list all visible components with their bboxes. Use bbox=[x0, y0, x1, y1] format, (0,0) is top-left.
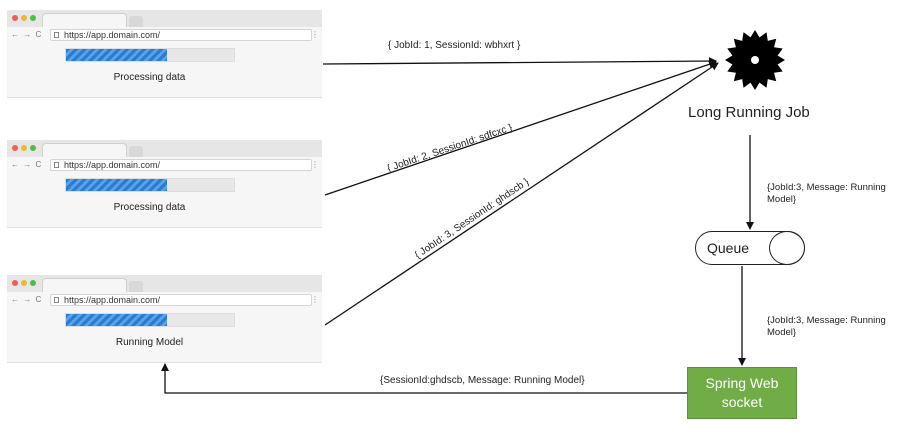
arrow-job2-to-job bbox=[324, 60, 717, 196]
browser-nav-row: ← → C https://app.domain.com/ bbox=[7, 293, 322, 307]
queue-cap bbox=[769, 231, 805, 265]
new-tab-button[interactable] bbox=[129, 281, 143, 292]
progress-bar bbox=[65, 48, 235, 62]
status-text: Processing data bbox=[113, 202, 186, 213]
queue-node: Queue bbox=[695, 231, 805, 265]
browser-tab[interactable] bbox=[42, 13, 127, 27]
edge-label-job1: { JobId: 1, SessionId: wbhxrt } bbox=[388, 40, 521, 51]
spring-websocket-node: Spring Web socket bbox=[687, 367, 797, 419]
close-dot[interactable] bbox=[12, 15, 18, 21]
browser-window-3: ← → C https://app.domain.com/ ⋮ Running … bbox=[7, 275, 322, 363]
maximize-dot[interactable] bbox=[30, 280, 36, 286]
back-forward-reload-icon[interactable]: ← → C bbox=[11, 160, 43, 169]
menu-icon[interactable]: ⋮ bbox=[311, 295, 319, 304]
browser-titlebar bbox=[7, 140, 322, 157]
address-url: https://app.domain.com/ bbox=[64, 295, 161, 305]
arrow-job3-to-job bbox=[324, 62, 719, 326]
browser-titlebar bbox=[7, 275, 322, 292]
arrow-websocket-to-browser bbox=[161, 363, 687, 394]
progress-fill bbox=[66, 49, 167, 61]
edge-label-queue-to-websocket: {JobId:3, Message: Running Model} bbox=[767, 315, 886, 338]
address-bar[interactable]: https://app.domain.com/ bbox=[50, 159, 312, 171]
page-icon bbox=[54, 162, 59, 168]
maximize-dot[interactable] bbox=[30, 15, 36, 21]
spring-websocket-label: Spring Web socket bbox=[705, 375, 779, 410]
long-running-job-label: Long Running Job bbox=[688, 104, 810, 121]
browser-window-1: ← → C https://app.domain.com/ ⋮ Processi… bbox=[7, 10, 322, 98]
back-forward-reload-icon[interactable]: ← → C bbox=[11, 295, 43, 304]
browser-window-2: ← → C https://app.domain.com/ ⋮ Processi… bbox=[7, 140, 322, 228]
address-bar[interactable]: https://app.domain.com/ bbox=[50, 29, 312, 41]
progress-bar bbox=[65, 178, 235, 192]
browser-tab[interactable] bbox=[42, 278, 127, 292]
back-forward-reload-icon[interactable]: ← → C bbox=[11, 30, 43, 39]
page-icon bbox=[54, 32, 59, 38]
page-icon bbox=[54, 297, 59, 303]
browser-tab[interactable] bbox=[42, 143, 127, 157]
status-text: Running Model bbox=[115, 337, 184, 348]
new-tab-button[interactable] bbox=[129, 16, 143, 27]
browser-titlebar bbox=[7, 10, 322, 27]
queue-label: Queue bbox=[707, 240, 750, 256]
edge-label-job-to-queue: {JobId:3, Message: Running Model} bbox=[767, 182, 886, 205]
minimize-dot[interactable] bbox=[21, 145, 27, 151]
browser-nav-row: ← → C https://app.domain.com/ bbox=[7, 158, 322, 172]
minimize-dot[interactable] bbox=[21, 280, 27, 286]
maximize-dot[interactable] bbox=[30, 145, 36, 151]
minimize-dot[interactable] bbox=[21, 15, 27, 21]
close-dot[interactable] bbox=[12, 280, 18, 286]
menu-icon[interactable]: ⋮ bbox=[311, 30, 319, 39]
progress-bar bbox=[65, 313, 235, 327]
arrow-job1-to-job bbox=[322, 57, 717, 66]
address-bar[interactable]: https://app.domain.com/ bbox=[50, 294, 312, 306]
menu-icon[interactable]: ⋮ bbox=[311, 160, 319, 169]
new-tab-button[interactable] bbox=[129, 146, 143, 157]
status-text: Processing data bbox=[113, 72, 186, 83]
address-url: https://app.domain.com/ bbox=[64, 30, 161, 40]
address-url: https://app.domain.com/ bbox=[64, 160, 161, 170]
browser-nav-row: ← → C https://app.domain.com/ bbox=[7, 28, 322, 42]
progress-fill bbox=[66, 314, 167, 326]
gear-icon bbox=[725, 30, 785, 90]
close-dot[interactable] bbox=[12, 145, 18, 151]
edge-label-websocket-to-browser: {SessionId:ghdscb, Message: Running Mode… bbox=[380, 375, 585, 386]
progress-fill bbox=[66, 179, 167, 191]
